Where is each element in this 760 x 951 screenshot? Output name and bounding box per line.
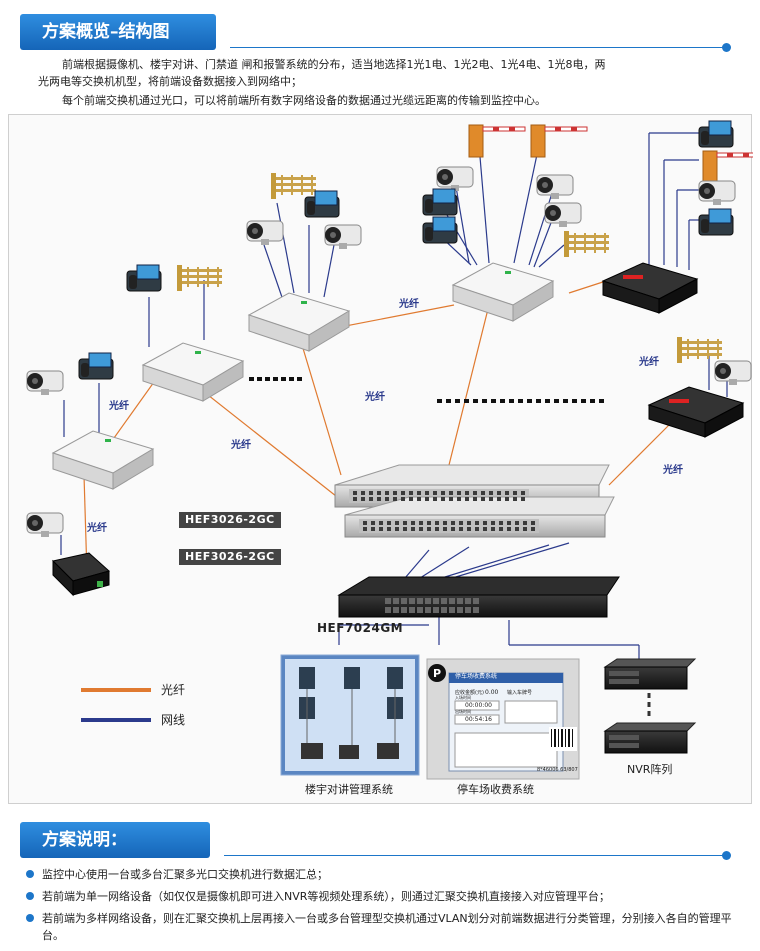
- parking-ui-label-a: 应收金额(元): [455, 690, 484, 696]
- access-switch-1: [52, 430, 154, 490]
- legend-fiber-swatch: [81, 688, 151, 692]
- barrier-gate-3: [702, 150, 753, 184]
- fiber-label-2: 光纤: [231, 440, 251, 451]
- fiber-label-6: 光纤: [663, 465, 683, 476]
- intercom-phone-6: [698, 120, 734, 148]
- header-rule-2: [224, 855, 726, 856]
- camera-2: [246, 220, 284, 246]
- parking-ui-title: 停车场收费系统: [455, 673, 498, 680]
- description-list: 监控中心使用一台或多台汇聚多光口交换机进行数据汇总； 若前端为单一网络设备（如仅…: [24, 866, 744, 949]
- parking-ui-barcode-text: 8*46006 63/807: [537, 767, 578, 773]
- list-item-text: 若前端为单一网络设备（如仅仅是摄像机即可进入NVR等视频处理系统），则通过汇聚交…: [42, 890, 610, 903]
- access-switch-dark-2: [648, 386, 744, 438]
- camera-7: [698, 180, 736, 206]
- fiber-label-1: 光纤: [109, 401, 129, 412]
- list-item-text: 若前端为多样网络设备，则在汇聚交换机上层再接入一台或多台管理型交换机通过VLAN…: [42, 912, 732, 942]
- topology-diagram: P 光纤 光纤 光纤 光纤 光纤 光纤 光纤 HEF30: [8, 114, 753, 804]
- header-dot-2: [722, 851, 731, 860]
- fiber-label-7: 光纤: [87, 523, 107, 534]
- intercom-phone-2: [126, 264, 162, 292]
- list-item: 若前端为单一网络设备（如仅仅是摄像机即可进入NVR等视频处理系统），则通过汇聚交…: [24, 888, 744, 905]
- fiber-label-4: 光纤: [365, 392, 385, 403]
- intro-line-1: 前端根据摄像机、楼宇对讲、门禁道 闸和报警系统的分布，适当地选择1光1电、1光2…: [62, 58, 606, 71]
- camera-4: [436, 166, 474, 192]
- barrier-gate-1: [468, 124, 526, 158]
- model-tag-1: HEF3026-2GC: [179, 512, 281, 528]
- section-header-overview: 方案概览–结构图: [20, 14, 740, 52]
- caption-nvr: NVR阵列: [627, 763, 673, 776]
- intro-line-2: 光两电等交换机机型，将前端设备数据接入到网络中；: [38, 75, 302, 88]
- fence-alarm-4: [677, 337, 722, 363]
- caption-intercom: 楼宇对讲管理系统: [305, 783, 393, 796]
- caption-parking: 停车场收费系统: [457, 783, 534, 796]
- topology-svg: P: [26, 120, 753, 780]
- aggregation-ports: [353, 491, 535, 531]
- header-dot: [722, 43, 731, 52]
- intercom-panel: [280, 654, 420, 776]
- camera-6: [544, 202, 582, 228]
- nvr-unit-2: [603, 722, 697, 754]
- legend-network-label: 网线: [161, 713, 186, 727]
- legend-network-swatch: [81, 718, 151, 722]
- header-rule: [230, 47, 726, 48]
- bullet-dot: [26, 870, 34, 878]
- access-switch-dark-1: [602, 262, 698, 314]
- ellipsis-marker-2: [437, 399, 604, 403]
- mini-switch: [52, 552, 111, 597]
- nvr-unit-1: [603, 658, 697, 690]
- section-title: 方案概览–结构图: [20, 14, 216, 50]
- parking-ui-value-a: 0.00: [485, 689, 499, 696]
- fence-alarm-3: [564, 231, 609, 257]
- model-tag-3: HEF7024GM: [317, 621, 404, 635]
- intro-line-3: 每个前端交换机通过光口，可以将前端所有数字网络设备的数据通过光缆远距离的传输到监…: [62, 94, 546, 107]
- intercom-phone-7: [698, 208, 734, 236]
- camera-5: [536, 174, 574, 200]
- bullet-dot: [26, 892, 34, 900]
- camera-8: [714, 360, 752, 386]
- barrier-gate-2: [530, 124, 588, 158]
- legend-fiber-label: 光纤: [161, 683, 186, 697]
- camera-3: [324, 224, 362, 250]
- fence-alarm-1: [177, 265, 222, 291]
- ellipsis-marker-1: [249, 377, 302, 381]
- section-header-description: 方案说明：: [20, 822, 740, 860]
- svg-text:P: P: [433, 667, 441, 680]
- intercom-phone-5: [422, 216, 458, 244]
- bullet-dot: [26, 914, 34, 922]
- camera-9: [26, 512, 64, 538]
- fiber-label-5: 光纤: [639, 357, 659, 368]
- camera-1: [26, 370, 64, 396]
- access-switch-3: [248, 292, 350, 352]
- intercom-phone-1: [78, 352, 114, 380]
- core-managed-switch: [337, 576, 620, 618]
- parking-ui-value-c: 00:00:00: [465, 702, 492, 709]
- parking-ui-label-d: 出场时间: [455, 709, 471, 714]
- parking-panel: P: [426, 658, 580, 780]
- model-tag-2: HEF3026-2GC: [179, 549, 281, 565]
- network-lines: [60, 132, 728, 663]
- fiber-label-3: 光纤: [399, 299, 419, 310]
- intercom-phone-3: [304, 190, 340, 218]
- access-switch-2: [142, 342, 244, 402]
- list-item: 若前端为多样网络设备，则在汇聚交换机上层再接入一台或多台管理型交换机通过VLAN…: [24, 910, 744, 944]
- access-switch-4: [452, 262, 554, 322]
- fiber-lines: [83, 279, 670, 576]
- parking-ui-label-c: 入场时间: [455, 695, 471, 700]
- intercom-phone-4: [422, 188, 458, 216]
- parking-ui-value-d: 00:54:16: [465, 716, 492, 723]
- list-item: 监控中心使用一台或多台汇聚多光口交换机进行数据汇总；: [24, 866, 744, 883]
- section-title-2: 方案说明：: [20, 822, 210, 858]
- list-item-text: 监控中心使用一台或多台汇聚多光口交换机进行数据汇总；: [42, 868, 328, 881]
- fence-alarm-2: [271, 173, 316, 199]
- parking-ui-label-b: 输入车牌号: [507, 690, 533, 696]
